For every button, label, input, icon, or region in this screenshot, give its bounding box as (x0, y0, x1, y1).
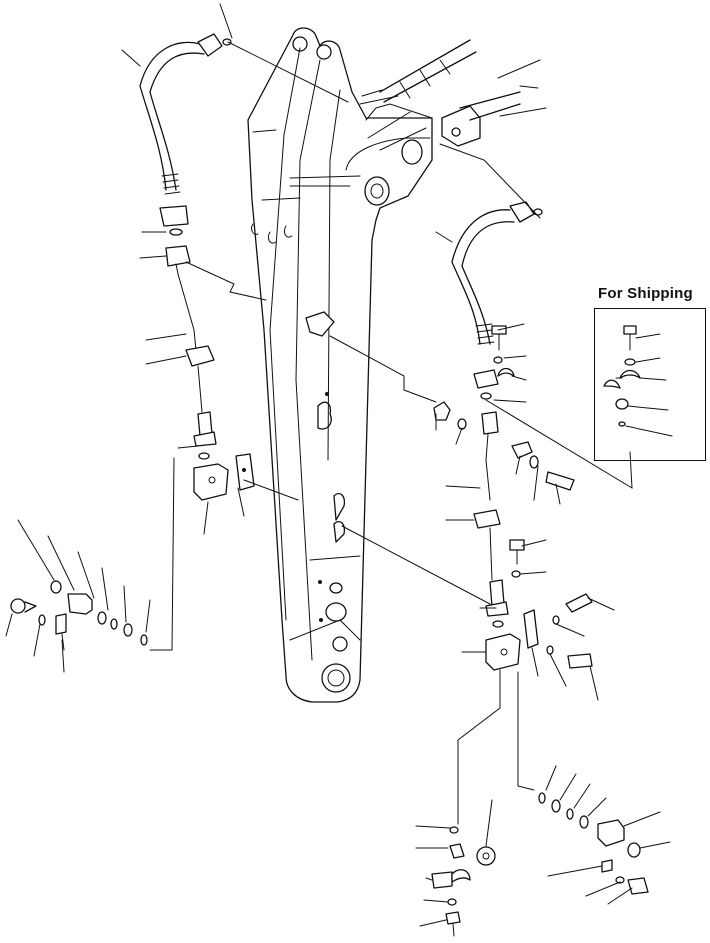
bottom-fittings (431, 669, 649, 937)
shipping-parts (603, 325, 641, 427)
for-shipping-label: For Shipping (598, 285, 693, 302)
left-hose-assembly (139, 33, 255, 501)
boom-arm (247, 27, 433, 703)
left-fittings-row (10, 580, 148, 651)
right-hose-assembly (305, 201, 593, 671)
cylinder-stub (379, 39, 521, 147)
leader-lines (5, 3, 673, 927)
for-shipping-box (594, 308, 706, 461)
